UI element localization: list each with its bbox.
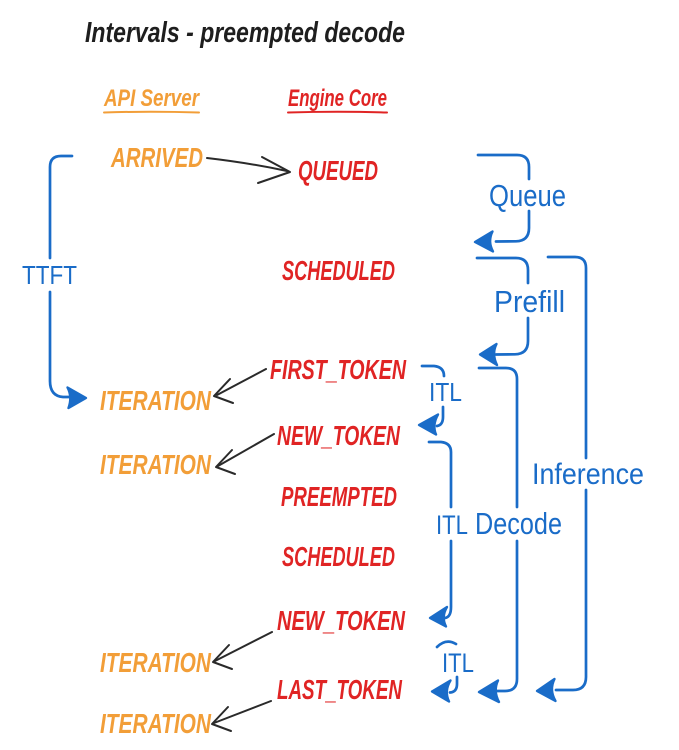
svg-text:SCHEDULED: SCHEDULED <box>282 541 395 572</box>
svg-text:NEW_TOKEN: NEW_TOKEN <box>277 420 401 451</box>
svg-text:ITL: ITL <box>436 510 468 540</box>
svg-text:ARRIVED: ARRIVED <box>110 142 203 173</box>
svg-text:Inference: Inference <box>532 458 644 491</box>
svg-text:Prefill: Prefill <box>494 284 565 319</box>
svg-text:PREEMPTED: PREEMPTED <box>281 481 397 512</box>
svg-text:ITERATION: ITERATION <box>100 708 212 739</box>
svg-text:QUEUED: QUEUED <box>298 155 378 186</box>
svg-text:SCHEDULED: SCHEDULED <box>282 255 395 286</box>
svg-text:FIRST_TOKEN: FIRST_TOKEN <box>270 354 407 385</box>
svg-text:Intervals - preempted decode: Intervals - preempted decode <box>85 17 405 49</box>
svg-text:API Server: API Server <box>103 85 200 112</box>
svg-text:TTFT: TTFT <box>22 260 77 290</box>
svg-text:Decode: Decode <box>475 506 562 541</box>
svg-text:Engine Core: Engine Core <box>288 85 387 112</box>
svg-text:Queue: Queue <box>489 178 566 213</box>
svg-text:ITERATION: ITERATION <box>100 385 212 416</box>
svg-text:ITERATION: ITERATION <box>100 647 212 678</box>
svg-text:ITL: ITL <box>429 377 462 407</box>
svg-text:LAST_TOKEN: LAST_TOKEN <box>277 674 403 705</box>
svg-text:NEW_TOKEN: NEW_TOKEN <box>277 605 406 636</box>
svg-text:ITERATION: ITERATION <box>100 449 212 480</box>
svg-text:ITL: ITL <box>442 648 474 678</box>
